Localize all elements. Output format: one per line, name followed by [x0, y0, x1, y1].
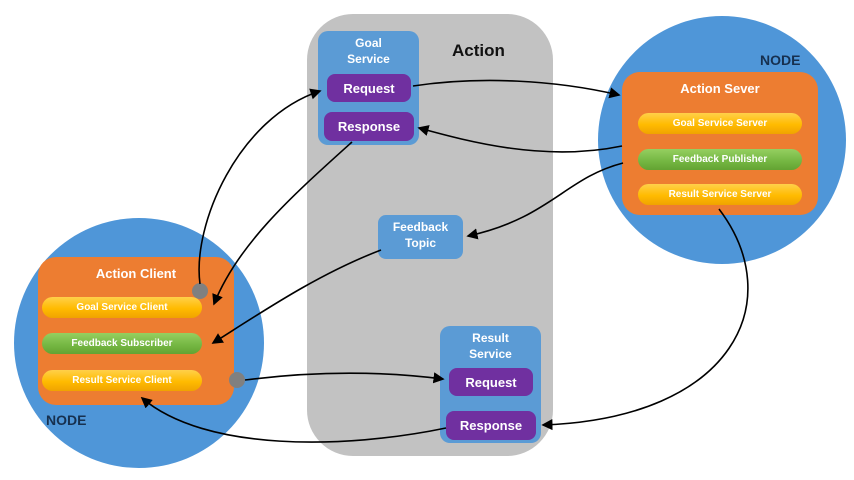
action-client-title: Action Client [95, 266, 177, 281]
goal-request-button: Request [327, 74, 411, 102]
goal-service-title: Goal Service [347, 36, 390, 66]
result-response-button: Response [446, 411, 536, 440]
action-client-box: Action Client Goal Service Client Feedba… [38, 257, 234, 405]
result-service-title: Result Service [469, 331, 512, 361]
goal-service-client-pill: Goal Service Client [42, 297, 202, 318]
goal-response-button: Response [324, 112, 414, 141]
goal-service-server-pill: Goal Service Server [638, 113, 802, 134]
result-service-client-pill: Result Service Client [42, 370, 202, 391]
action-panel-title: Action [452, 41, 505, 60]
result-service-server-pill: Result Service Server [638, 184, 802, 205]
client-node-label: NODE [46, 412, 87, 428]
feedback-topic-box: Feedback Topic [378, 215, 463, 259]
action-server-title: Action Sever [680, 81, 760, 96]
feedback-publisher-pill: Feedback Publisher [638, 149, 802, 170]
result-request-button: Request [449, 368, 533, 396]
server-node-label: NODE [760, 52, 801, 68]
feedback-subscriber-pill: Feedback Subscriber [42, 333, 202, 354]
feedback-topic-title: Feedback Topic [392, 220, 449, 250]
goal-service-box: Goal Service Request Response [318, 31, 419, 145]
result-service-box: Result Service Request Response [440, 326, 541, 443]
action-server-box: Action Sever Goal Service Server Feedbac… [622, 72, 818, 215]
